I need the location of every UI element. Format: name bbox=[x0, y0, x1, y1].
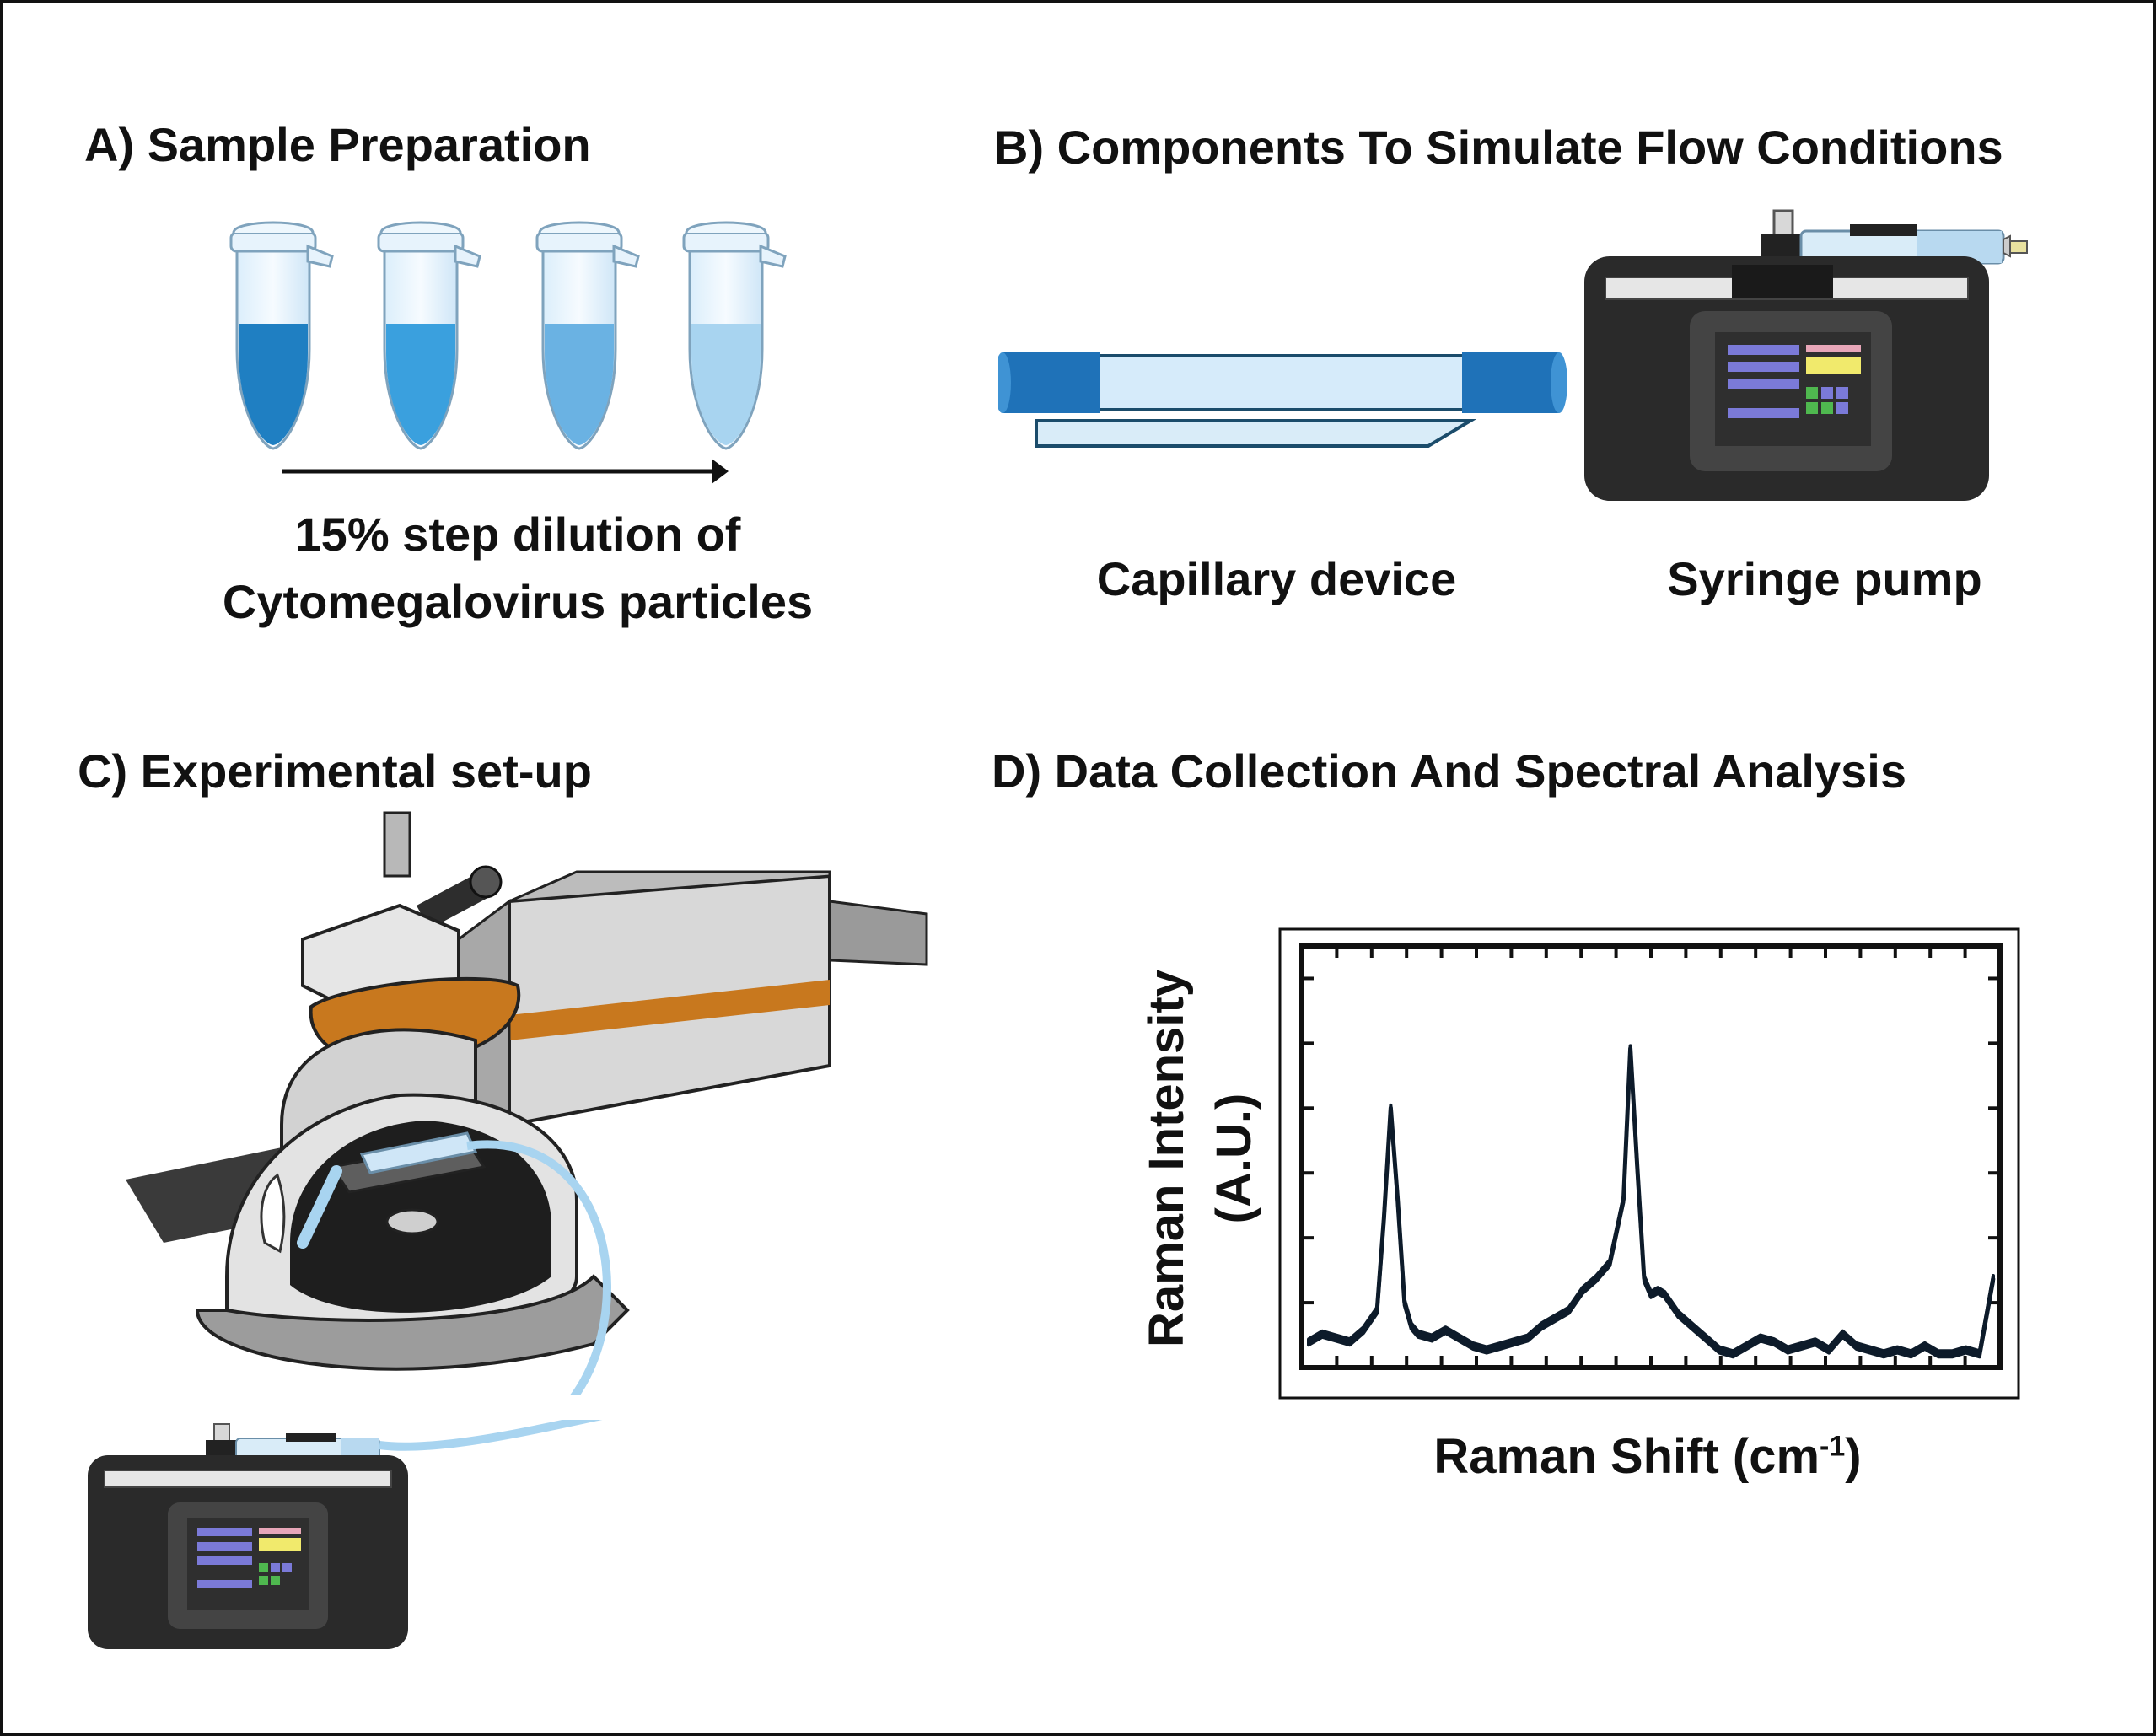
tubes-illustration bbox=[214, 214, 804, 492]
panel-c-title: C) Experimental set-up bbox=[78, 744, 592, 798]
spectrum-series-line bbox=[1307, 1045, 1996, 1356]
y-axis-label: Raman Intensity (A.U.) bbox=[1125, 939, 1277, 1378]
caption-line-2: Cytomegalovirus particles bbox=[222, 575, 814, 628]
syringe-pump-illustration bbox=[1580, 206, 2086, 501]
y-axis-label-line-1: Raman Intensity bbox=[1139, 970, 1194, 1347]
panel-a-title: A) Sample Preparation bbox=[84, 118, 591, 171]
panel-b-title: B) Components To Simulate Flow Condition… bbox=[994, 121, 2003, 174]
dilution-arrow bbox=[282, 459, 729, 484]
tube-2 bbox=[377, 221, 481, 450]
raman-microscope-illustration bbox=[121, 804, 965, 1395]
tube-3 bbox=[535, 221, 640, 450]
chart-outer-frame bbox=[1278, 927, 2020, 1400]
tube-4 bbox=[682, 221, 787, 450]
y-axis-label-line-2: (A.U.) bbox=[1207, 1093, 1261, 1224]
x-axis-label-superscript: -1 bbox=[1820, 1430, 1846, 1463]
capillary-device-illustration bbox=[998, 341, 1572, 459]
spectrum-chart bbox=[1278, 927, 2020, 1400]
x-axis-label: Raman Shift (cm-1) bbox=[1352, 1428, 1943, 1485]
x-axis-label-text: Raman Shift (cm bbox=[1433, 1429, 1820, 1484]
setup-syringe-pump-illustration bbox=[88, 1420, 610, 1656]
panel-a-caption: 15% step dilution of Cytomegalovirus par… bbox=[172, 501, 863, 636]
syringe-pump-label: Syringe pump bbox=[1667, 552, 1982, 605]
capillary-device-label: Capillary device bbox=[1096, 552, 1457, 605]
caption-line-1: 15% step dilution of bbox=[294, 508, 741, 561]
tube-1 bbox=[229, 221, 334, 450]
x-axis-label-close: ) bbox=[1845, 1429, 1862, 1484]
panel-d-title: D) Data Collection And Spectral Analysis bbox=[992, 744, 1906, 798]
